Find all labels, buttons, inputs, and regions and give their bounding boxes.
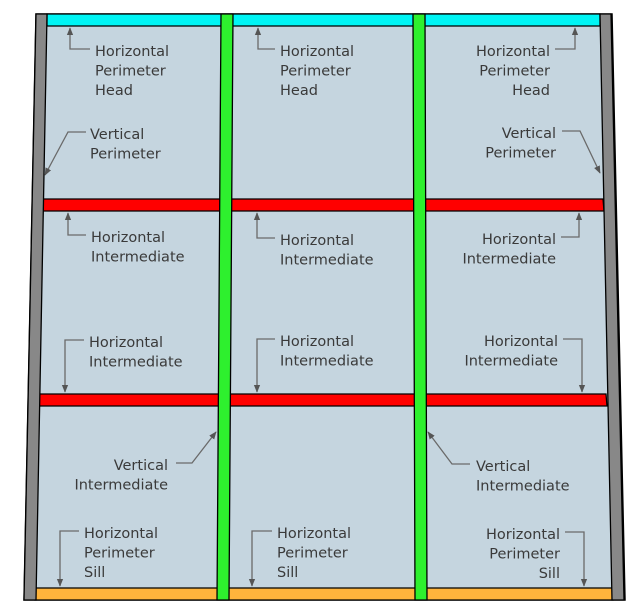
leader-arrow-icon bbox=[254, 27, 275, 50]
label-line: Horizontal bbox=[91, 230, 165, 246]
label-line: Perimeter bbox=[485, 146, 556, 162]
label-line: Horizontal bbox=[280, 334, 354, 350]
label-line: Perimeter bbox=[489, 547, 560, 563]
label-line: Horizontal bbox=[84, 526, 158, 542]
leader-arrow-icon bbox=[248, 530, 272, 587]
horizontal-perimeter-head bbox=[46, 13, 601, 27]
label-line: Horizontal bbox=[482, 232, 556, 248]
leader-arrow-icon bbox=[427, 431, 470, 465]
leader-arrow-icon bbox=[44, 131, 86, 176]
label-line: Intermediate bbox=[280, 253, 374, 269]
leader-arrow-icon bbox=[563, 338, 586, 393]
leader-arrow-icon bbox=[561, 212, 583, 238]
label-line: Horizontal bbox=[486, 527, 560, 543]
label-line: Vertical bbox=[502, 126, 556, 142]
leader-arrow-icon bbox=[176, 431, 217, 464]
leader-arrow-icon bbox=[64, 212, 86, 236]
label-line: Intermediate bbox=[91, 250, 185, 266]
leader-arrow-icon bbox=[565, 531, 588, 587]
label-line: Horizontal bbox=[484, 334, 558, 350]
label-line: Perimeter bbox=[479, 64, 550, 80]
label-line: Perimeter bbox=[90, 147, 161, 163]
horizontal-intermediate-lower bbox=[37, 393, 608, 407]
vertical-intermediate-right bbox=[412, 13, 428, 601]
label-line: Intermediate bbox=[462, 252, 556, 268]
label-line: Intermediate bbox=[464, 354, 558, 370]
label-line: Sill bbox=[277, 565, 298, 581]
label-line: Perimeter bbox=[277, 546, 348, 562]
leader-arrow-icon bbox=[562, 130, 601, 174]
glass-panel-area bbox=[23, 13, 626, 601]
leader-arrow-icon bbox=[66, 27, 90, 50]
label-line: Head bbox=[512, 83, 550, 99]
label-line: Sill bbox=[539, 566, 560, 582]
leader-arrow-icon bbox=[56, 530, 79, 587]
label-line: Vertical bbox=[476, 459, 530, 475]
vertical-perimeter-right bbox=[599, 13, 625, 601]
horizontal-intermediate-upper bbox=[41, 198, 605, 212]
label-line: Perimeter bbox=[95, 64, 166, 80]
label-line: Horizontal bbox=[476, 44, 550, 60]
label-line: Perimeter bbox=[84, 546, 155, 562]
label-line: Perimeter bbox=[280, 64, 351, 80]
leader-arrow-icon bbox=[61, 339, 84, 393]
label-line: Horizontal bbox=[277, 526, 351, 542]
label-line: Horizontal bbox=[280, 44, 354, 60]
label-line: Horizontal bbox=[95, 44, 169, 60]
vertical-intermediate-left bbox=[216, 13, 234, 601]
horizontal-perimeter-sill bbox=[34, 587, 614, 601]
label-line: Head bbox=[95, 83, 133, 99]
label-line: Intermediate bbox=[89, 355, 183, 371]
label-line: Intermediate bbox=[280, 354, 374, 370]
leader-arrow-icon bbox=[555, 27, 579, 50]
vertical-perimeter-left bbox=[23, 13, 48, 601]
label-line: Vertical bbox=[90, 127, 144, 143]
label-line: Vertical bbox=[114, 458, 168, 474]
leader-arrow-icon bbox=[253, 212, 275, 239]
label-line: Horizontal bbox=[280, 233, 354, 249]
label-line: Intermediate bbox=[476, 479, 570, 495]
label-line: Intermediate bbox=[74, 478, 168, 494]
leader-arrow-icon bbox=[253, 338, 275, 393]
label-line: Head bbox=[280, 83, 318, 99]
label-line: Sill bbox=[84, 565, 105, 581]
label-line: Horizontal bbox=[89, 335, 163, 351]
